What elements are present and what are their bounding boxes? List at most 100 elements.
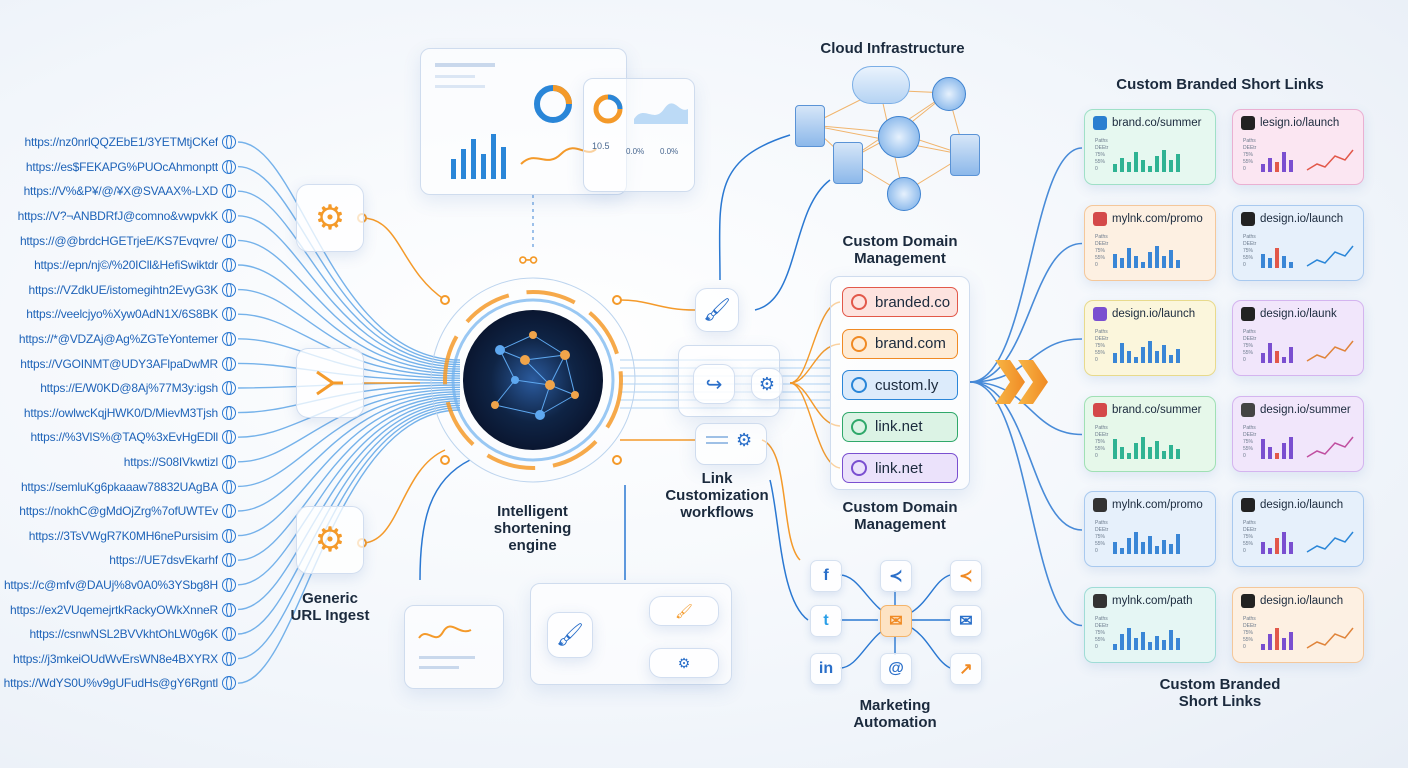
branded-caption-bottom: Custom Branded Short Links <box>1145 676 1295 710</box>
customization-panel[interactable]: ↪ ⚙ <box>678 345 783 417</box>
share-icon[interactable]: ≺ <box>880 560 912 592</box>
domain-pill[interactable]: link.net <box>842 453 958 483</box>
card-metric-label: 75% <box>1095 534 1106 540</box>
domain-pill[interactable]: link.net <box>842 411 958 442</box>
url-row[interactable]: https://%3VlS%@TAQ%3xEvHgEDll <box>0 425 236 450</box>
workflow-editor-panel[interactable]: 🖌 🖌 ⚙ <box>530 583 732 685</box>
card-metric-label: 0 <box>1095 548 1098 554</box>
card-metric-label: 55% <box>1095 350 1106 356</box>
card-bar <box>1176 534 1180 554</box>
brush-node[interactable]: 🖌 <box>547 612 593 658</box>
settings-button[interactable]: ⚙ <box>751 368 783 400</box>
url-row[interactable]: https://@@brdcHGETrjeE/KS7Evqvre/ <box>0 228 236 253</box>
ingest-merge-tile[interactable] <box>296 348 364 418</box>
url-row[interactable]: https://S08IVkwtizl <box>0 450 236 475</box>
card-metric-label: 55% <box>1243 159 1254 165</box>
card-bar <box>1148 536 1152 554</box>
url-row[interactable]: https://3TsVWgR7K0MH6nePursisim <box>0 524 236 549</box>
ingest-gear-top-tile[interactable]: ⚙ <box>296 184 364 252</box>
card-bar <box>1261 253 1265 268</box>
share-orange-icon[interactable]: ≺ <box>950 560 982 592</box>
card-bar <box>1113 542 1117 554</box>
card-metric-label: 55% <box>1095 636 1106 643</box>
facebook-icon[interactable]: f <box>810 560 842 592</box>
card-metric-label: 0 <box>1095 261 1098 268</box>
url-row[interactable]: https://WdYS0U%v9gUFudHs@gY6Rgntl <box>0 671 236 696</box>
settings-list-panel[interactable]: ⚙ <box>695 423 767 465</box>
analytics-stats-panel[interactable]: 10.5 0.0% 0.0% <box>583 78 695 192</box>
chart-icon[interactable]: ↗ <box>950 653 982 685</box>
card-bar <box>1155 546 1159 554</box>
card-metric-label: Paths <box>1095 615 1108 622</box>
domain-caption-bottom: Custom Domain Management <box>825 499 975 533</box>
card-bar <box>1155 156 1159 172</box>
url-row[interactable]: https://j3mkeiOUdWvErsWN8e4BXYRX <box>0 646 236 671</box>
twitter-icon[interactable]: t <box>810 605 842 637</box>
card-chart <box>1113 341 1180 363</box>
network-edge <box>494 379 516 406</box>
url-row[interactable]: https://veelcjyo%Xyw0AdN1X/6S8BK <box>0 302 236 327</box>
stat-a: 10.5 <box>592 141 610 151</box>
url-row[interactable]: https://es$FEKAPG%PUOcAhmonptt <box>0 155 236 180</box>
network-edge <box>499 349 516 381</box>
url-row[interactable]: https://VZdkUE/istomegihtn2EvyG3K <box>0 278 236 303</box>
card-header: mylnk.com/promo <box>1085 206 1215 226</box>
url-row[interactable]: https://csnwNSL2BVVkhtOhLW0g6K <box>0 622 236 647</box>
card-header: mylnk.com/promo <box>1085 492 1215 512</box>
ingest-gear-bottom-tile[interactable]: ⚙ <box>296 506 364 574</box>
url-row[interactable]: https://nokhC@gMdOjZrg%7ofUWTEv <box>0 499 236 524</box>
url-row[interactable]: https://nz0nrlQQZEbE1/3YETMtjCKef <box>0 130 236 155</box>
network-node <box>571 391 579 399</box>
url-row[interactable]: https://owlwcKqjHWK0/D/MievM3Tjsh <box>0 401 236 426</box>
settings-output-node[interactable]: ⚙ <box>649 648 719 678</box>
short-link-label: mylnk.com/path <box>1112 594 1193 607</box>
brush-output-node[interactable]: 🖌 <box>649 596 719 626</box>
card-bar <box>1113 253 1117 268</box>
gear-icon: ⚙ <box>677 654 691 671</box>
url-row[interactable]: https://UE7dsvEkarhf <box>0 548 236 573</box>
domain-pill[interactable]: brand.com <box>842 328 958 359</box>
url-row[interactable]: https://V%&P¥/@/¥X@SVAAX%-LXD <box>0 179 236 204</box>
domain-pill[interactable]: custom.ly <box>842 370 958 400</box>
at-icon[interactable]: @ <box>880 653 912 685</box>
mail-icon[interactable]: ✉ <box>950 605 982 637</box>
url-row[interactable]: https://*@VDZAj@Ag%ZGTeYontemer <box>0 327 236 352</box>
card-metric-label: 55% <box>1243 541 1254 547</box>
domain-caption-top: Custom Domain Management <box>825 233 975 267</box>
network-edge <box>499 334 534 351</box>
brush-tool-tile[interactable]: 🖌 <box>695 288 739 332</box>
card-bar <box>1176 448 1180 459</box>
workflow-preview-panel[interactable] <box>404 605 504 689</box>
url-row[interactable]: https://epn/nj©/%20ICll&HefiSwiktdr <box>0 253 236 278</box>
url-row[interactable]: https://VGOINMT@UDY3AFlpaDwMR <box>0 351 236 376</box>
workflow-sparkline <box>418 625 475 669</box>
card-bar <box>1120 548 1124 554</box>
network-node <box>491 401 499 409</box>
url-row[interactable]: https://E/W0KD@8Aj%77M3y:igsh <box>0 376 236 401</box>
linkedin-icon[interactable]: in <box>810 653 842 685</box>
url-row[interactable]: https://semluKg6pkaaaw78832UAgBA <box>0 474 236 499</box>
url-row[interactable]: https://V?¬ANBDRfJ@comno&vwpvkK <box>0 204 236 229</box>
card-metric-label: 75% <box>1095 247 1106 254</box>
url-text: https://csnwNSL2BVVkhtOhLW0g6K <box>29 627 218 642</box>
mail-center-icon[interactable]: ✉ <box>880 605 912 637</box>
url-row[interactable]: https://ex2VUqemejrtkRackyOWkXnneR <box>0 597 236 622</box>
redirect-button[interactable]: ↪ <box>693 364 735 404</box>
url-row[interactable]: https://c@mfv@DAUj%8v0A0%3YSbg8H <box>0 573 236 598</box>
card-bar <box>1176 349 1180 363</box>
domain-pill[interactable]: branded.co <box>842 287 958 317</box>
